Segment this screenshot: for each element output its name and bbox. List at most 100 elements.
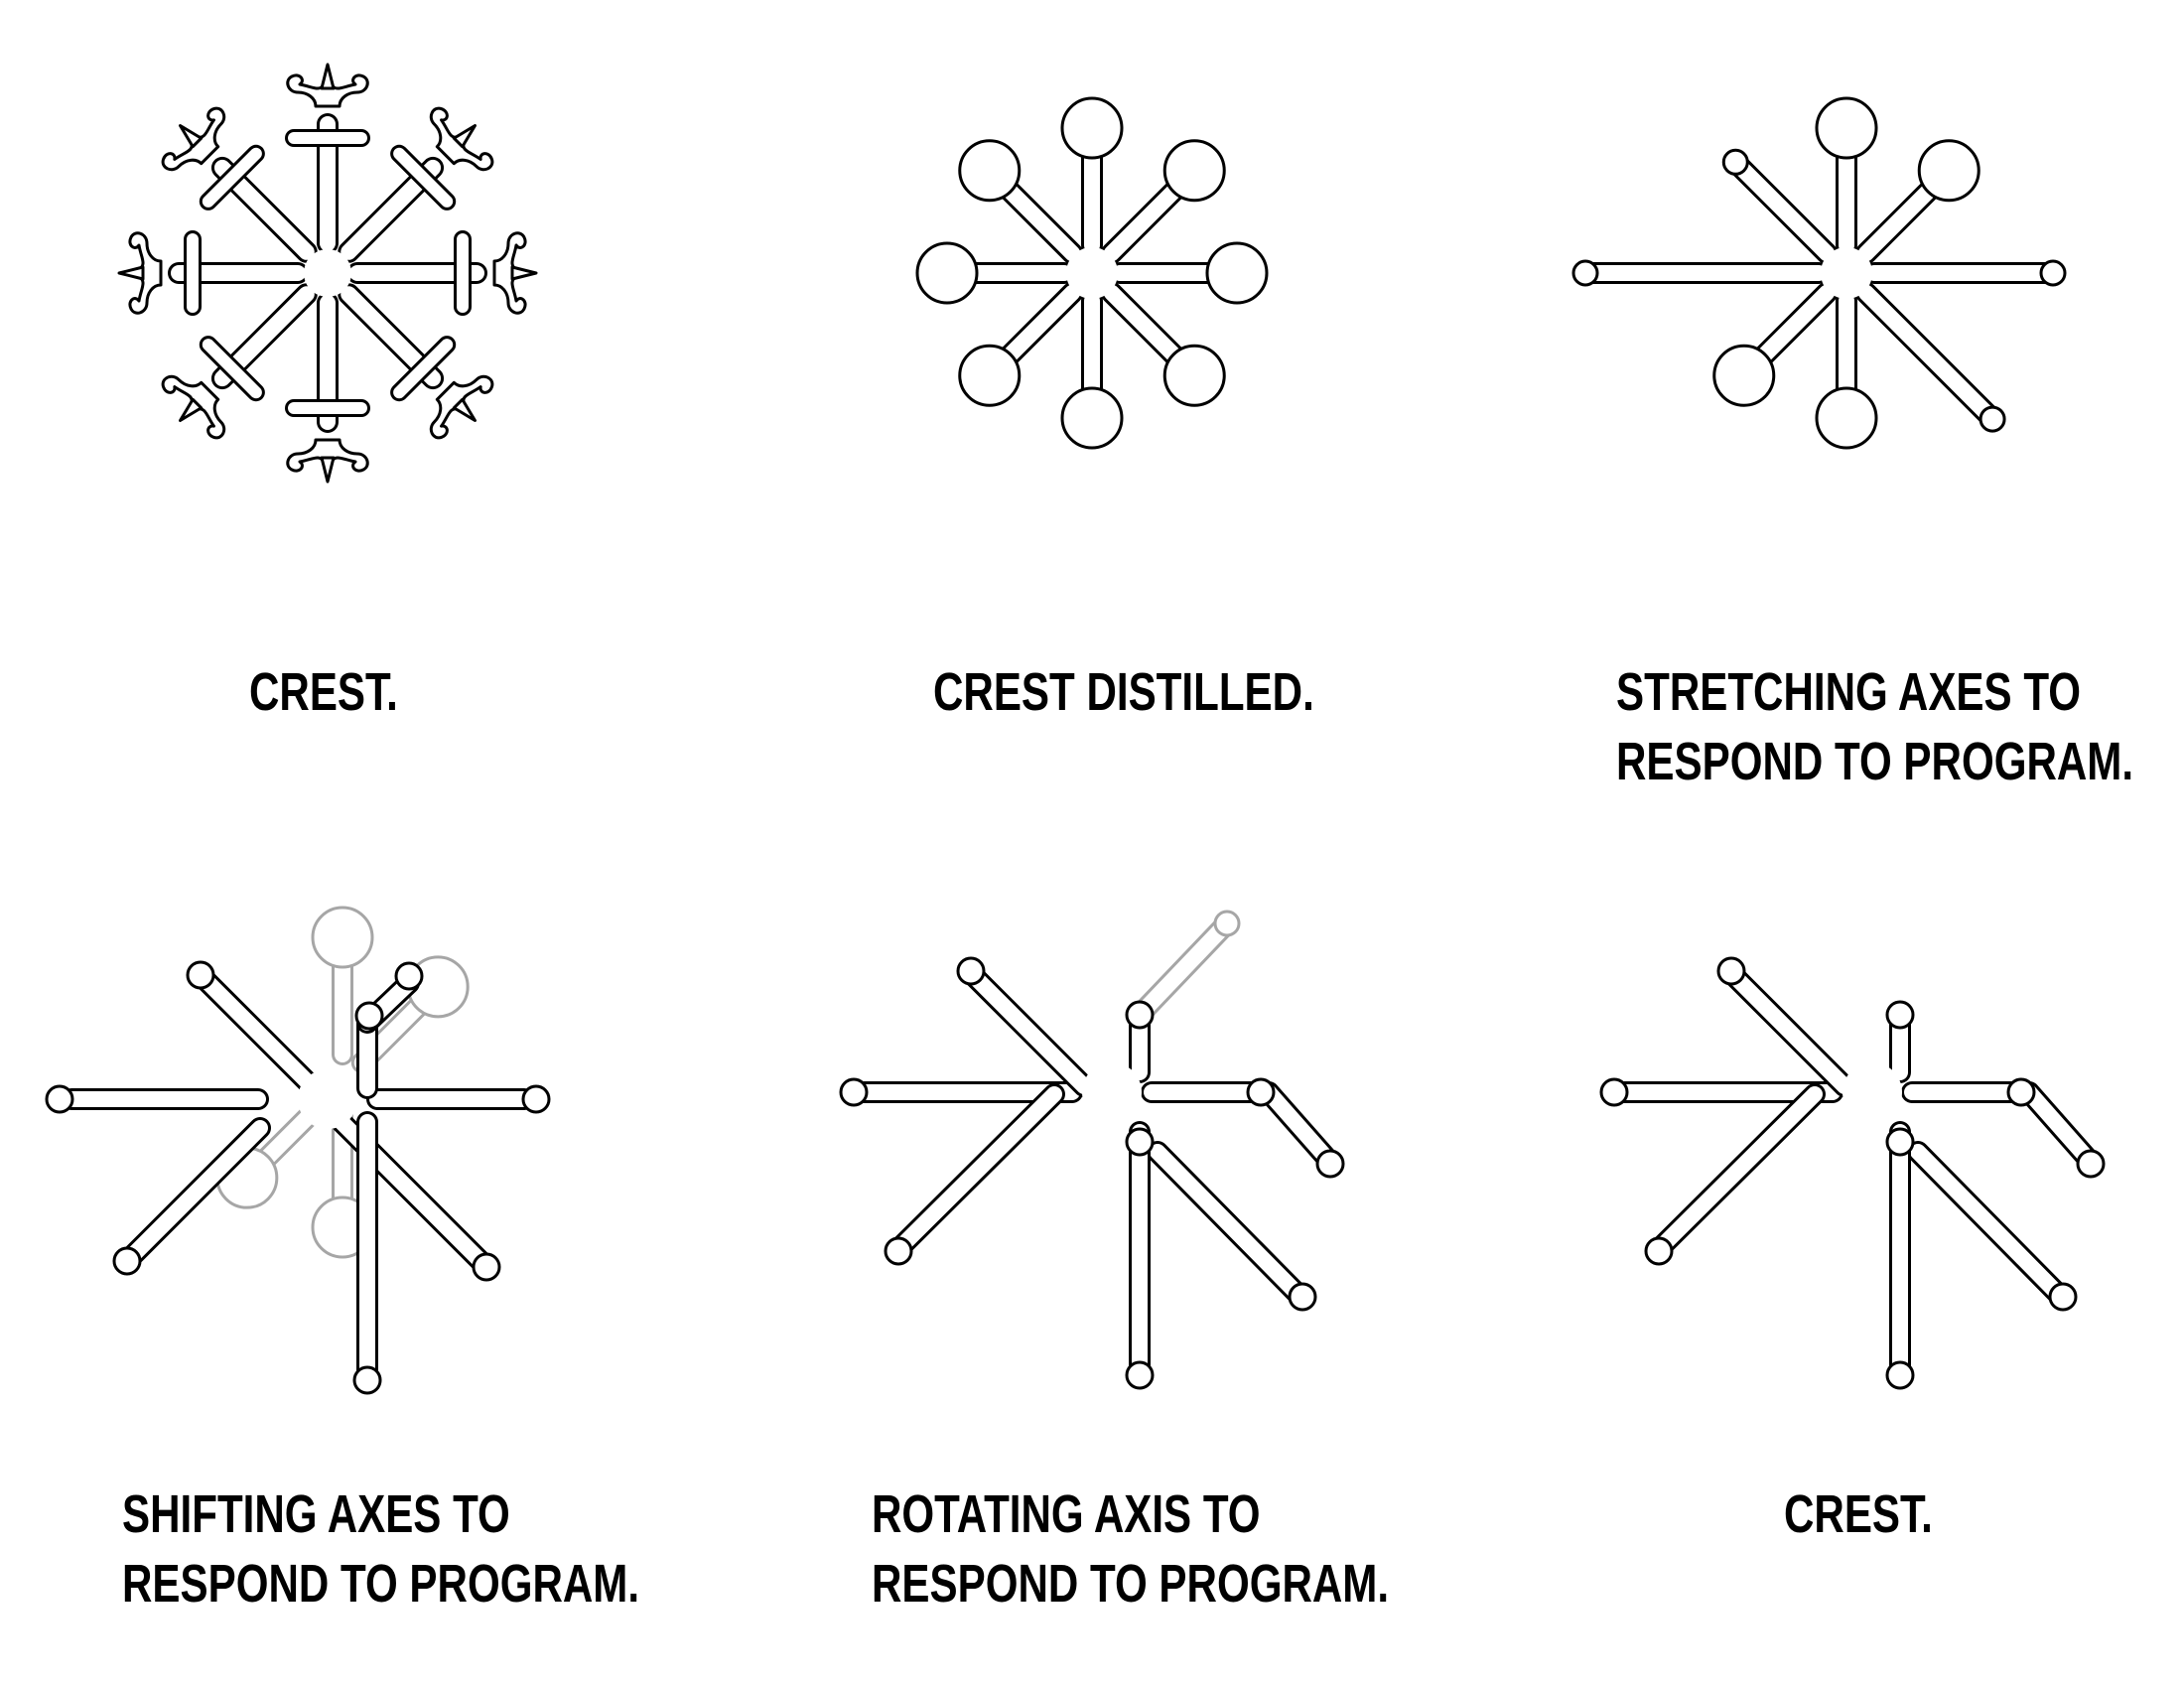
fleur-finial bbox=[429, 374, 494, 440]
axis-node bbox=[1917, 139, 1980, 203]
axis-spoke bbox=[319, 1099, 497, 1278]
fleur-finial bbox=[117, 231, 163, 315]
figure-crest bbox=[117, 63, 538, 484]
axis-node bbox=[521, 1084, 551, 1114]
axis-spoke bbox=[1100, 281, 1187, 368]
caption-crest-final: CREST. bbox=[1784, 1479, 1933, 1549]
axis-spoke bbox=[997, 178, 1084, 265]
axis-spoke bbox=[1648, 1083, 1826, 1260]
hub bbox=[298, 1069, 357, 1129]
caption-line: STRETCHING AXES TO bbox=[1616, 662, 2082, 722]
axis-spoke bbox=[1854, 178, 1942, 265]
caption-line: RESPOND TO PROGRAM. bbox=[1616, 732, 2134, 791]
axis-spoke bbox=[960, 962, 1095, 1097]
hub bbox=[1082, 1062, 1142, 1122]
caption-line: CREST. bbox=[249, 662, 398, 722]
figure-rotating-axis bbox=[839, 910, 1345, 1390]
caption-crest-distilled: CREST DISTILLED. bbox=[933, 657, 1314, 727]
axis-spoke bbox=[1129, 916, 1234, 1026]
axis-node bbox=[1125, 1360, 1155, 1390]
axis-spoke bbox=[199, 144, 265, 211]
axis-spoke bbox=[1907, 1141, 2070, 1306]
axis-node bbox=[186, 960, 215, 990]
axis-node bbox=[112, 1246, 142, 1276]
caption-line: CREST DISTILLED. bbox=[933, 662, 1314, 722]
caption-rotating-axis: ROTATING AXIS TO RESPOND TO PROGRAM. bbox=[872, 1479, 1389, 1618]
axis-node bbox=[1885, 1360, 1915, 1390]
axis-node bbox=[1315, 1149, 1345, 1179]
axis-node bbox=[311, 906, 374, 969]
axis-spoke bbox=[997, 281, 1084, 368]
axis-node bbox=[1644, 1236, 1674, 1266]
axis-spoke bbox=[390, 144, 457, 211]
axis-spoke bbox=[1854, 281, 1998, 425]
hub bbox=[304, 249, 351, 297]
caption-line: CREST. bbox=[1784, 1484, 1933, 1544]
axis-node bbox=[884, 1236, 913, 1266]
figure-crest-final bbox=[1599, 956, 2106, 1390]
caption-line: RESPOND TO PROGRAM. bbox=[872, 1554, 1390, 1614]
axis-node bbox=[1815, 386, 1878, 450]
axis-spoke bbox=[887, 1083, 1065, 1260]
fleur-finial bbox=[429, 106, 494, 172]
axis-node bbox=[1979, 405, 2006, 433]
axis-node bbox=[958, 139, 1022, 203]
axis-spoke bbox=[1729, 156, 1839, 265]
axis-node bbox=[2006, 1077, 2036, 1107]
axis-spoke bbox=[1720, 962, 1855, 1097]
figure-shifting-axes bbox=[45, 906, 551, 1395]
axis-node bbox=[1712, 344, 1776, 407]
axis-node bbox=[1885, 1000, 1915, 1030]
axis-node bbox=[1125, 1127, 1155, 1157]
fleur-finial bbox=[161, 374, 226, 440]
axis-node bbox=[1288, 1282, 1317, 1312]
hub bbox=[1843, 1062, 1902, 1122]
axis-node bbox=[1205, 241, 1269, 305]
axis-spoke bbox=[199, 336, 265, 402]
caption-line: ROTATING AXIS TO bbox=[872, 1484, 1261, 1544]
fleur-finial bbox=[492, 231, 538, 315]
axis-spoke bbox=[1751, 281, 1839, 368]
axis-node bbox=[1162, 139, 1226, 203]
axis-node bbox=[1125, 1000, 1155, 1030]
axis-node bbox=[1721, 148, 1749, 176]
caption-line: SHIFTING AXES TO bbox=[122, 1484, 510, 1544]
axis-node bbox=[1599, 1077, 1629, 1107]
axis-node bbox=[915, 241, 979, 305]
axis-node bbox=[352, 1365, 382, 1395]
axis-node bbox=[2039, 259, 2067, 287]
figure-stretching-axes bbox=[1571, 96, 2067, 450]
axis-spoke bbox=[390, 336, 457, 402]
axis-node bbox=[1060, 386, 1124, 450]
axis-node bbox=[45, 1084, 74, 1114]
axis-node bbox=[1716, 956, 1746, 986]
fleur-finial bbox=[161, 106, 226, 172]
axis-node bbox=[1571, 259, 1599, 287]
hub bbox=[1066, 247, 1118, 299]
axis-node bbox=[1213, 910, 1241, 937]
hub bbox=[1821, 247, 1872, 299]
axis-spoke bbox=[190, 964, 327, 1101]
axis-node bbox=[1815, 96, 1878, 160]
axis-node bbox=[956, 956, 986, 986]
axis-node bbox=[2076, 1149, 2106, 1179]
axis-node bbox=[354, 1001, 384, 1031]
axis-node bbox=[1885, 1127, 1915, 1157]
caption-shifting-axes: SHIFTING AXES TO RESPOND TO PROGRAM. bbox=[122, 1479, 639, 1618]
figure-crest-distilled bbox=[915, 96, 1269, 450]
axis-node bbox=[394, 961, 424, 991]
axis-node bbox=[472, 1252, 501, 1282]
axis-spoke bbox=[1258, 1081, 1339, 1171]
axis-spoke bbox=[2018, 1081, 2100, 1171]
fleur-finial bbox=[286, 438, 369, 484]
axis-spoke bbox=[1147, 1141, 1309, 1306]
axis-node bbox=[958, 344, 1022, 407]
axis-node bbox=[1246, 1077, 1276, 1107]
axis-spoke bbox=[116, 1117, 271, 1272]
caption-stretching-axes: STRETCHING AXES TO RESPOND TO PROGRAM. bbox=[1616, 657, 2133, 796]
fleur-finial bbox=[286, 63, 369, 108]
axis-node bbox=[2048, 1282, 2078, 1312]
axis-node bbox=[839, 1077, 869, 1107]
axis-spoke bbox=[1100, 178, 1187, 265]
